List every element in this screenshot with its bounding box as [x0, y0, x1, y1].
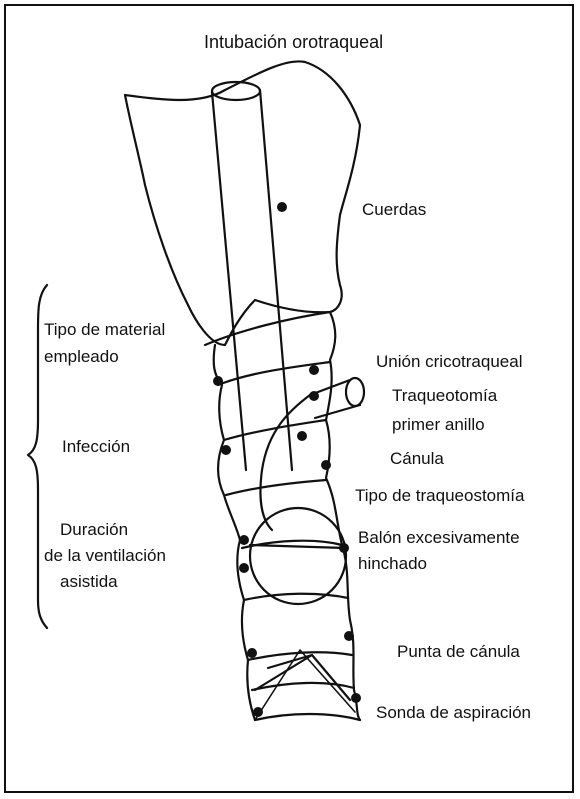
- ring-6: [244, 594, 348, 600]
- label-canula: Cánula: [390, 448, 444, 470]
- lesion-dot: [253, 707, 263, 717]
- tube-left-edge: [212, 92, 246, 470]
- label-duracion-1: Duración: [60, 519, 128, 541]
- suction-catheter: [255, 655, 350, 700]
- lesion-dot: [309, 391, 319, 401]
- ring-1: [205, 312, 330, 345]
- lesion-dot: [344, 631, 354, 641]
- label-balon-2: hinchado: [358, 553, 427, 575]
- balloon-line: [250, 545, 345, 548]
- label-material-2: empleado: [44, 346, 119, 368]
- ring-9: [255, 714, 360, 720]
- lesion-dot: [297, 431, 307, 441]
- cuff-balloon: [250, 508, 346, 604]
- lesion-dot: [239, 535, 249, 545]
- label-punta-canula: Punta de cánula: [397, 641, 520, 663]
- lesion-dot: [321, 460, 331, 470]
- lesion-dot: [339, 543, 349, 553]
- label-sonda-aspiracion: Sonda de aspiración: [376, 702, 531, 724]
- label-union-cricotraqueal: Unión cricotraqueal: [376, 351, 522, 373]
- tube-right-edge: [260, 90, 292, 470]
- label-material-1: Tipo de material: [44, 319, 165, 341]
- lesion-dot: [309, 365, 319, 375]
- lesion-dot: [239, 563, 249, 573]
- ring-4: [226, 480, 326, 495]
- label-duracion-3: asistida: [60, 571, 118, 593]
- larynx-outline: [125, 61, 360, 345]
- label-cuerdas: Cuerdas: [362, 199, 426, 221]
- cannula-opening: [346, 378, 364, 406]
- lesion-dot: [277, 202, 287, 212]
- figure-title: Intubación orotraqueal: [204, 31, 383, 53]
- label-traqueotomia-2: primer anillo: [392, 414, 485, 436]
- trachea-right-wall: [326, 312, 360, 720]
- lesion-dot: [247, 648, 257, 658]
- trachea-left-wall: [214, 345, 255, 720]
- label-traqueotomia-1: Traqueotomía: [392, 385, 497, 407]
- label-tipo-traqueostomia: Tipo de traqueostomía: [355, 485, 524, 507]
- label-duracion-2: de la ventilación: [44, 545, 166, 567]
- lesion-dot: [213, 376, 223, 386]
- lesion-dot: [221, 445, 231, 455]
- lesion-dot: [351, 693, 361, 703]
- label-balon-1: Balón excesivamente: [358, 527, 520, 549]
- label-infeccion: Infección: [62, 436, 130, 458]
